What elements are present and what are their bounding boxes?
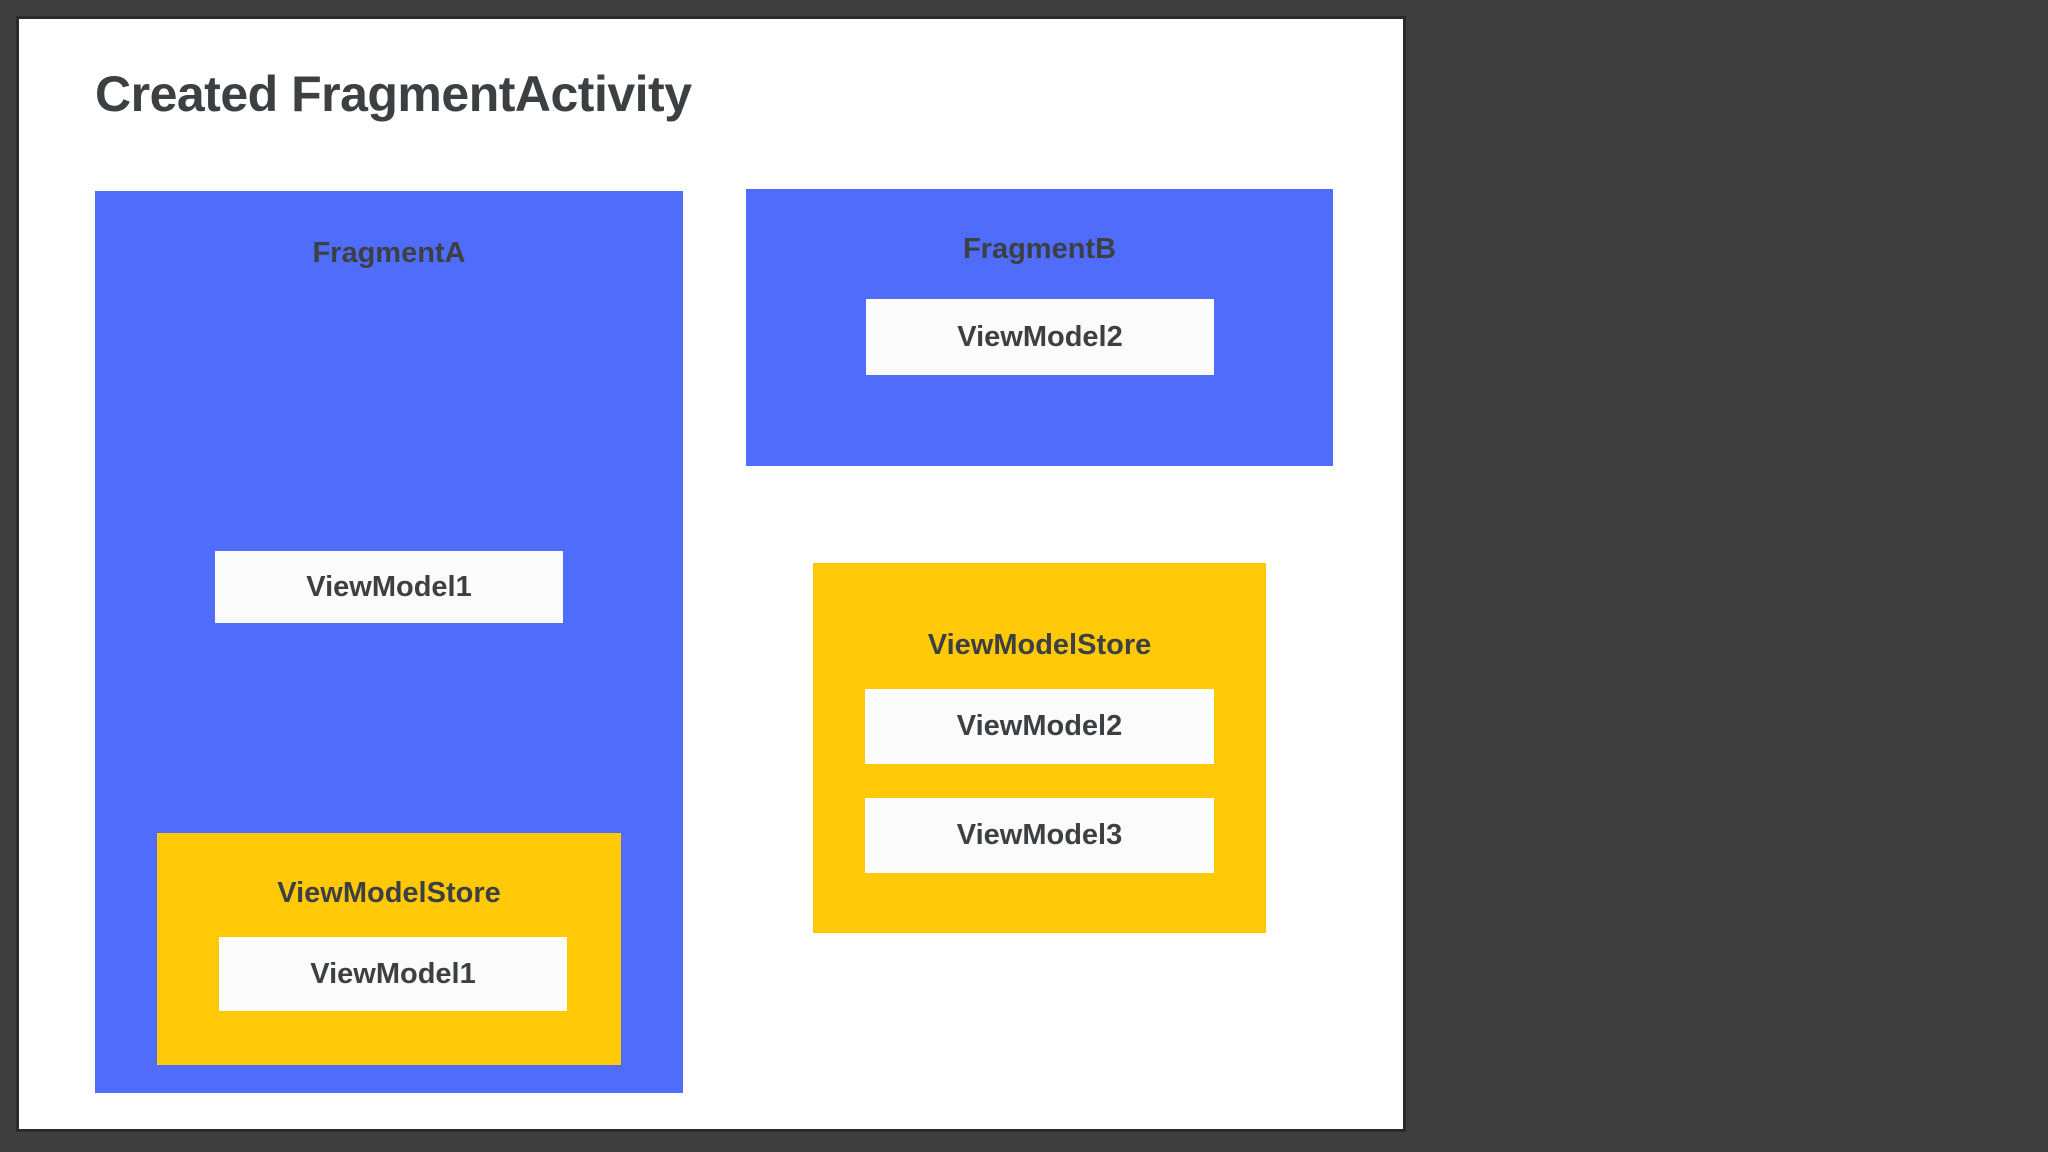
activity-viewmodelstore-box[interactable]: ViewModelStore ViewModel2 ViewModel3 (813, 563, 1266, 933)
slide-canvas: Created FragmentActivity FragmentA ViewM… (16, 16, 1406, 1132)
activity-viewmodelstore-label: ViewModelStore (927, 629, 1152, 661)
fragment-a-viewmodel1-label: ViewModel1 (306, 570, 472, 603)
fragment-b-viewmodel2-box[interactable]: ViewModel2 (866, 299, 1214, 375)
fragment-a-label: FragmentA (312, 237, 466, 269)
fragment-a-box[interactable]: FragmentA ViewModel1 ViewModelStore View… (95, 191, 683, 1093)
activity-store-viewmodel3-box[interactable]: ViewModel3 (865, 798, 1214, 873)
page-title: Created FragmentActivity (95, 66, 692, 122)
activity-store-viewmodel3-label: ViewModel3 (956, 819, 1123, 851)
activity-store-viewmodel2-box[interactable]: ViewModel2 (865, 689, 1214, 764)
fragment-a-viewmodelstore-box[interactable]: ViewModelStore ViewModel1 (157, 833, 621, 1065)
fragment-a-store-viewmodel1-box[interactable]: ViewModel1 (219, 937, 567, 1011)
fragment-b-label: FragmentB (962, 233, 1117, 265)
fragment-a-viewmodelstore-label: ViewModelStore (277, 877, 501, 909)
fragment-b-viewmodel2-label: ViewModel2 (957, 320, 1123, 353)
fragment-a-store-viewmodel1-label: ViewModel1 (310, 957, 476, 990)
activity-store-viewmodel2-label: ViewModel2 (956, 710, 1123, 742)
fragment-b-box[interactable]: FragmentB ViewModel2 (746, 189, 1333, 466)
fragment-a-viewmodel1-box[interactable]: ViewModel1 (215, 551, 563, 623)
